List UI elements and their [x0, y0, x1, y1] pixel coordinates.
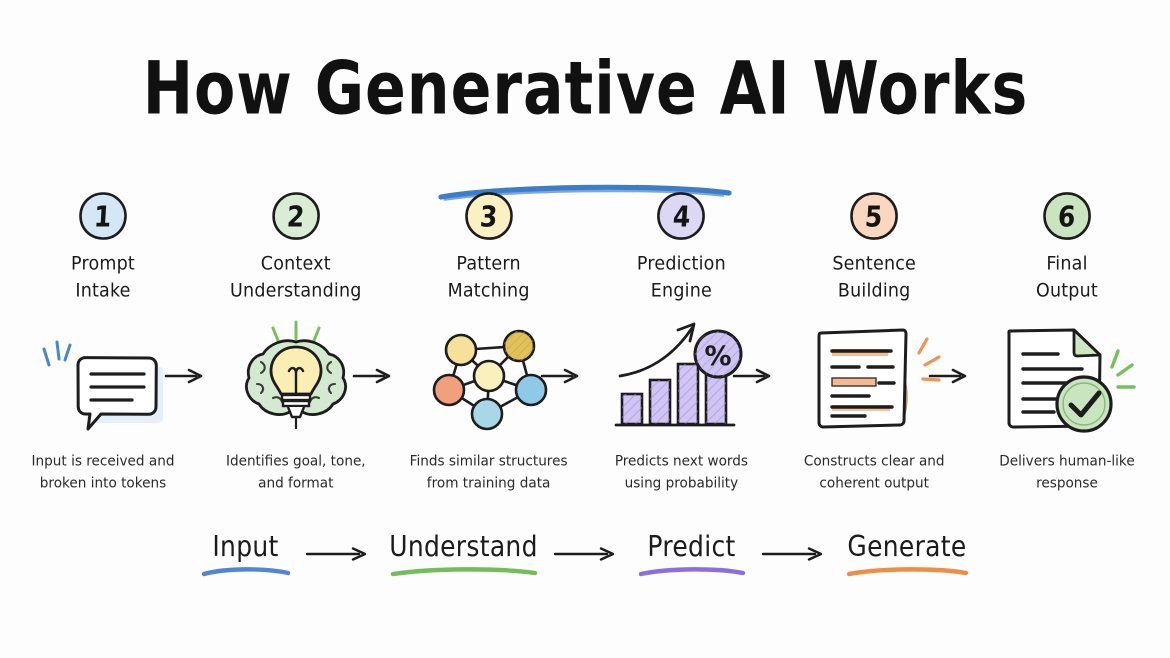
step-4-prediction-engine[interactable]: 4 Prediction Engine [592, 190, 770, 493]
step-5-caption-line1: Constructs clear and [803, 452, 945, 470]
step-3-title: Pattern Matching [448, 251, 530, 306]
step-1-prompt-intake[interactable]: 1 Prompt Intake [14, 190, 192, 493]
step-2-title: Context Understanding [230, 251, 362, 306]
document-check-icon [1007, 328, 1136, 433]
step-2-caption: Identifies goal, tone, and format [226, 451, 366, 494]
summary-underline-predict [638, 566, 745, 576]
step-4-caption-line1: Predicts next words [614, 452, 748, 470]
step-2-context-understanding[interactable]: 2 Context Understanding [207, 190, 385, 493]
step-6-caption: Delivers human-like response [999, 451, 1134, 494]
step-1-title-line1: Prompt [71, 253, 135, 275]
step-6-title-line2: Output [1035, 280, 1098, 303]
step-4-title: Prediction Engine [637, 251, 726, 306]
step-4-caption: Predicts next words using probability [615, 451, 748, 494]
summary-arrow-2 [553, 547, 614, 561]
step-1-title-line2: Intake [75, 280, 131, 303]
step-2-title-line1: Context [260, 253, 331, 275]
step-5-title: Sentence Building [832, 251, 916, 306]
summary-arrow-1 [305, 547, 366, 561]
step-6-caption-line1: Delivers human-like [999, 452, 1135, 470]
steps-row: 1 Prompt Intake [0, 190, 1170, 493]
step-6-number-badge: 6 [1041, 190, 1093, 242]
step-5-number-badge: 5 [848, 190, 900, 242]
step-3-title-line2: Matching [447, 280, 530, 303]
step-2-number-badge: 2 [270, 190, 322, 242]
node-network-icon [432, 329, 547, 431]
step-2-number: 2 [286, 199, 306, 233]
step-5-sentence-building[interactable]: 5 Sentence Building [785, 190, 963, 493]
step-6-icon-box [987, 318, 1147, 438]
document-highlight-icon [817, 328, 941, 429]
summary-flow-row: Input Understand Predict [0, 529, 1170, 578]
step-4-number-badge: 4 [655, 190, 707, 242]
step-1-title: Prompt Intake [71, 251, 135, 306]
brain-lightbulb-icon [244, 320, 347, 429]
summary-item-generate[interactable]: Generate [839, 529, 976, 578]
percent-symbol: % [705, 341, 732, 372]
step-5-caption: Constructs clear and coherent output [804, 451, 945, 494]
step-3-pattern-matching[interactable]: 3 Pattern Matching [400, 190, 578, 493]
step-4-caption-line2: using probability [624, 474, 739, 492]
step-1-caption-line1: Input is received and [31, 452, 175, 470]
summary-label-understand: Understand [389, 529, 538, 563]
step-3-title-line1: Pattern [456, 253, 521, 275]
step-1-caption: Input is received and broken into tokens [32, 451, 175, 494]
step-6-number: 6 [1057, 199, 1077, 233]
speech-bubble-icon [42, 340, 163, 431]
step-3-caption-line1: Finds similar structures [409, 452, 568, 470]
summary-underline-generate [846, 566, 968, 576]
summary-label-predict: Predict [647, 529, 736, 563]
summary-underline-understand [390, 566, 537, 576]
step-3-caption-line2: from training data [426, 474, 551, 492]
step-3-icon-box [409, 318, 569, 438]
page-title-block: How Generative AI Works [0, 51, 1170, 201]
step-4-icon-box: % [601, 318, 761, 438]
bar-chart-percent-icon: % [614, 322, 743, 427]
step-6-title: Final Output [1036, 251, 1098, 306]
summary-arrow-3 [761, 547, 822, 561]
summary-item-input[interactable]: Input [195, 529, 297, 578]
step-6-title-line1: Final [1046, 253, 1088, 275]
step-1-icon-box [23, 318, 183, 438]
summary-label-generate: Generate [847, 529, 967, 563]
step-2-caption-line1: Identifies goal, tone, [225, 452, 366, 470]
step-1-number-badge: 1 [77, 190, 129, 242]
step-4-number: 4 [671, 199, 692, 233]
step-4-title-line1: Prediction [636, 253, 726, 275]
step-5-caption-line2: coherent output [819, 474, 929, 492]
summary-label-input: Input [212, 529, 279, 563]
title-underline-swoosh [438, 184, 732, 201]
step-6-final-output[interactable]: 6 Final Output [978, 190, 1156, 493]
summary-item-predict[interactable]: Predict [631, 529, 753, 578]
step-2-icon-box [216, 318, 376, 438]
step-3-caption: Finds similar structures from training d… [410, 451, 568, 494]
step-5-title-line1: Sentence [832, 253, 917, 275]
step-2-title-line2: Understanding [230, 280, 362, 303]
step-5-icon-box [794, 318, 954, 438]
step-3-number: 3 [478, 199, 499, 233]
step-4-title-line2: Engine [650, 280, 712, 303]
step-5-title-line2: Building [837, 280, 911, 303]
step-1-number: 1 [93, 199, 113, 233]
step-5-number: 5 [864, 199, 884, 233]
step-2-caption-line2: and format [258, 474, 334, 492]
page-title: How Generative AI Works [142, 44, 1028, 132]
step-1-caption-line2: broken into tokens [39, 474, 167, 492]
summary-underline-input [201, 566, 290, 576]
step-6-caption-line2: response [1036, 474, 1098, 492]
step-3-number-badge: 3 [463, 190, 515, 242]
summary-item-understand[interactable]: Understand [383, 529, 545, 578]
